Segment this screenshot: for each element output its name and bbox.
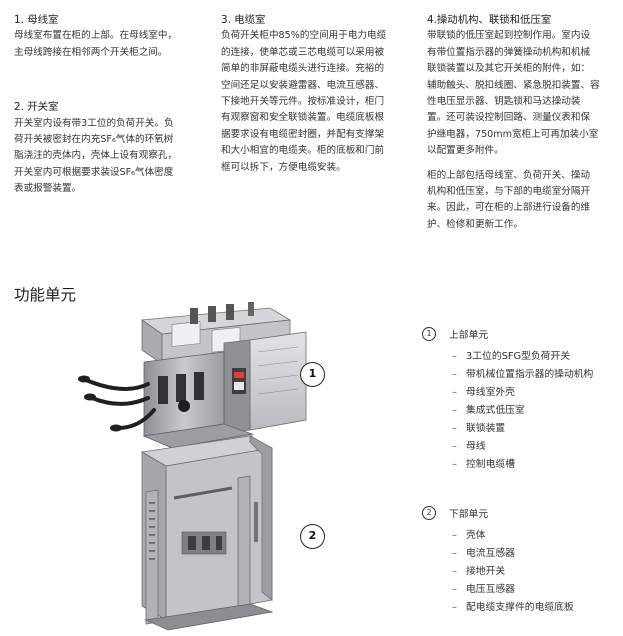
section-4-line: 置。还可装设控制回路、测量仪表和保 [427,112,591,124]
switchgear-exploded-illustration: 1 2 [62,302,377,632]
upper-unit-drawing [78,302,307,465]
upper-unit-number: 1 [422,327,436,341]
section-3-line: 下接地开关等元件。按标准设计，柜门 [221,96,385,108]
section-3-line: 负荷开关柜中85%的空间用于电力电缆 [221,30,387,42]
upper-unit-title: 上部单元 [449,330,489,341]
list-item: –母线 [452,441,486,452]
section-4-summary-line: 护、检修和更新工作。 [427,218,523,230]
section-3-line: 的连接，使单芯或三芯电缆可以采用被 [221,46,385,58]
text-column-3: 4.操动机构、联锁和低压室 带联锁的低压室起到控制作用。室内设 有带位置指示器的… [427,12,610,233]
list-item: –电流互感器 [452,548,515,559]
section-4-line: 护继电器，750mm宽柜上可再加装小室 [427,128,599,140]
section-2-line: 表或报警装置。 [14,183,82,195]
lower-unit-title: 下部单元 [449,509,489,520]
lower-unit-number: 2 [422,506,436,520]
section-3-line: 有观察窗和安全联锁装置。电缆底板根 [221,112,385,124]
section-2-line: 开关室内设有带3工位的负荷开关。负 [14,117,174,129]
text-column-2: 3. 电缆室 负荷开关柜中85%的空间用于电力电缆 的连接，使单芯或三芯电缆可以… [221,12,407,176]
section-4-line: 性电压显示器、钥匙锁和马达操动装 [427,96,581,108]
section-4-line: 以配置更多附件。 [427,145,504,157]
upper-unit-legend: 1 上部单元 –3工位的SFG型负荷开关 –带机械位置指示器的操动机构 –母线室… [422,324,593,474]
section-3-title: 3. 电缆室 [221,14,266,26]
section-3-line: 简单的非屏蔽电缆头进行连接。充裕的 [221,63,385,75]
section-4-line: 带联锁的低压室起到控制作用。室内设 [427,30,591,42]
section-3-line: 空间还足以安装避雷器、电流互感器、 [221,79,385,91]
section-3-line: 据要求设有电缆密封圈，并配有支撑架 [221,128,385,140]
list-item: –联锁装置 [452,423,506,434]
section-1-line: 母线室布置在柜的上部。在母线室中， [14,30,178,42]
functional-units-title: 功能单元 [14,286,77,304]
section-2-line: 脂浇注的壳体内，壳体上设有观察孔， [14,150,178,162]
list-item: –集成式低压室 [452,405,525,416]
section-4-summary-line: 柜的上部包括母线室、负荷开关、操动 [427,169,591,181]
section-3-line: 框可以拆下，方便电缆安装。 [221,161,346,173]
section-4-line: 有带位置指示器的弹簧操动机构和机械 [427,46,591,58]
section-3-line: 和大小相宜的电缆夹。柜的底板和门前 [221,145,385,157]
list-item: –电压互感器 [452,584,515,595]
lower-unit-callout: 2 [300,524,325,549]
section-2-title: 2. 开关室 [14,101,59,114]
lower-unit-drawing [140,435,274,631]
section-4-summary-line: 来。因此，可在柜的上部进行设备的维 [427,202,591,214]
list-item: –母线室外壳 [452,387,515,398]
section-2-line: 开关室内可根据要求装设SF₆气体密度 [14,166,174,178]
upper-unit-callout: 1 [300,362,325,387]
lower-unit-items: –壳体 –电流互感器 –接地开关 –电压互感器 –配电缆支撑件的电缆底板 [422,527,574,617]
lower-unit-legend: 2 下部单元 –壳体 –电流互感器 –接地开关 –电压互感器 –配电缆支撑件的电… [422,503,574,617]
section-2-line: 荷开关被密封在内充SF₆气体的环氧树 [14,134,174,146]
list-item: –接地开关 [452,566,506,577]
section-1-title: 1. 母线室 [14,14,59,26]
section-4-summary-line: 机构和低压室，与下部的电缆室分隔开 [427,186,591,198]
list-item: –壳体 [452,530,486,541]
list-item: –带机械位置指示器的操动机构 [452,369,594,380]
section-1-line: 主母线跨接在相邻两个开关柜之间。 [14,46,168,58]
section-4-line: 辅助触头、脱扣线圈、紧急脱扣装置、容 [427,79,600,91]
section-4-line: 联锁装置以及其它开关柜的附件，如： [427,63,591,75]
upper-unit-items: –3工位的SFG型负荷开关 –带机械位置指示器的操动机构 –母线室外壳 –集成式… [422,348,593,474]
list-item: –配电缆支撑件的电缆底板 [452,602,574,613]
section-4-title: 4.操动机构、联锁和低压室 [427,14,552,26]
list-item: –控制电缆槽 [452,459,515,470]
text-column-1: 1. 母线室 母线室布置在柜的上部。在母线室中， 主母线跨接在相邻两个开关柜之间… [14,12,200,198]
list-item: –3工位的SFG型负荷开关 [452,351,571,362]
switchgear-drawing [78,302,307,631]
